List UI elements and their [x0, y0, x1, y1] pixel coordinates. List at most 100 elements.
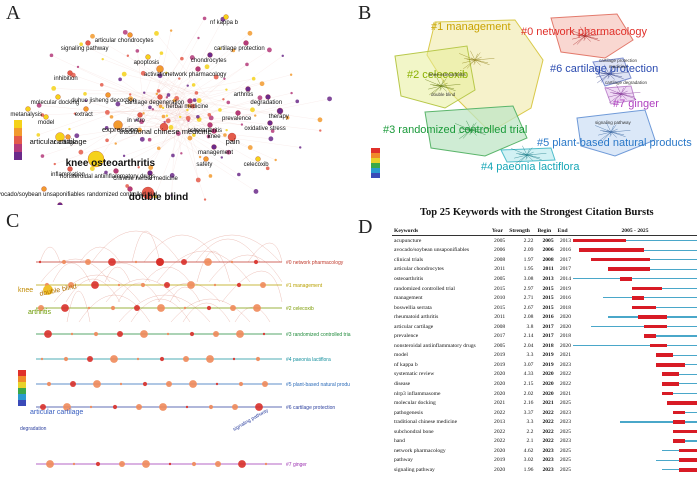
cluster-edge	[605, 87, 622, 95]
keyword-label: chondrocytes	[191, 58, 227, 64]
cluster-edge	[462, 59, 476, 64]
keyword-label: signaling pathway	[61, 46, 109, 52]
timeline-arc	[156, 250, 251, 283]
timeline-svg: #0 network pharmacology #1 management #2…	[18, 230, 351, 468]
network-edge	[184, 55, 283, 127]
network-node	[40, 113, 45, 117]
cluster-edge	[474, 59, 489, 64]
keyword-label: nonsteroidal antiinflammatory drugs	[60, 174, 155, 180]
timeline-node	[108, 258, 116, 266]
burst-span	[661, 372, 680, 377]
burst-year: 2005	[494, 342, 506, 349]
burst-year: 2020	[494, 390, 506, 397]
network-node	[128, 96, 133, 101]
network-node	[208, 115, 214, 121]
timeline-node	[70, 332, 74, 336]
burst-year: 2005	[494, 237, 506, 244]
cluster-edge	[440, 85, 455, 90]
network-edge	[164, 57, 193, 119]
timeline-arc	[195, 238, 261, 263]
burst-keyword: network pharmacology	[394, 447, 446, 454]
burst-year: 2013	[494, 419, 506, 426]
burst-base-line	[620, 421, 697, 423]
network-edge	[124, 125, 206, 157]
timeline-arc	[182, 303, 231, 323]
keyword-label: traditional chinese medicine	[119, 127, 212, 136]
timeline-node	[119, 461, 125, 467]
network-node	[135, 118, 138, 122]
burst-year: 2022	[494, 428, 506, 435]
network-node	[147, 137, 152, 142]
network-node	[166, 93, 171, 97]
panel-b-letter: B	[358, 2, 372, 24]
network-edge	[174, 117, 189, 121]
burst-strength: 2.67	[523, 304, 534, 311]
burst-bar	[573, 236, 697, 246]
network-node	[186, 84, 189, 87]
keyword-node	[276, 107, 284, 115]
header-year: Year	[489, 226, 508, 236]
keyword-node	[243, 40, 249, 46]
timeline-arc	[169, 286, 201, 303]
burst-bar	[573, 417, 697, 427]
burst-bar	[573, 322, 697, 332]
burst-span	[655, 353, 674, 357]
burst-strength: 2.14	[523, 333, 534, 340]
burst-year: 2019	[494, 352, 506, 359]
burst-begin: 2008	[542, 256, 554, 263]
network-edge	[194, 83, 263, 103]
timeline-node	[70, 381, 76, 387]
network-node	[208, 174, 213, 178]
network-node	[155, 92, 159, 96]
network-edge	[144, 117, 242, 125]
timeline-node	[185, 405, 189, 409]
network-node	[53, 162, 56, 166]
network-node	[194, 91, 199, 95]
burst-keyword: molecular docking	[394, 400, 436, 407]
burst-base-line	[661, 373, 697, 375]
burst-strength: 2.09	[523, 247, 534, 254]
timeline-lanes	[36, 261, 282, 465]
cluster-edge	[526, 147, 533, 156]
network-node	[267, 47, 272, 53]
network-edge	[144, 101, 276, 161]
burst-end: 2025	[559, 428, 571, 435]
cluster-edge	[608, 93, 622, 98]
burst-keyword: nf kappa b	[394, 361, 418, 368]
network-node	[168, 125, 174, 130]
keyword-label: molecular docking	[31, 100, 79, 106]
burst-strength: 1.96	[523, 466, 534, 473]
keyword-label: management	[198, 150, 233, 156]
cluster-edge	[440, 79, 444, 87]
network-node	[165, 114, 169, 117]
network-edge	[42, 109, 156, 116]
burst-span	[661, 382, 680, 386]
timeline-arc	[143, 235, 221, 263]
keyword-node	[57, 202, 63, 205]
network-edge	[194, 98, 330, 127]
timeline-label-articular-cartilage: articular cartilage	[30, 409, 83, 416]
burst-bar	[573, 284, 697, 294]
network-node	[317, 117, 323, 123]
network-edge	[73, 74, 176, 111]
network-node	[290, 91, 293, 95]
network-edge	[143, 101, 166, 114]
burst-bar	[573, 255, 697, 265]
cluster-edge	[511, 148, 528, 156]
network-node	[68, 127, 71, 131]
burst-base-line	[655, 354, 697, 356]
keyword-node	[67, 70, 73, 76]
network-edge	[154, 101, 164, 117]
timeline-node	[93, 331, 99, 337]
network-edge	[184, 109, 199, 181]
burst-end: 2020	[559, 314, 571, 321]
burst-strength: 1.95	[523, 266, 534, 273]
burst-keyword: nlrp3 inflammasome	[394, 390, 441, 397]
timeline-node	[187, 281, 195, 289]
